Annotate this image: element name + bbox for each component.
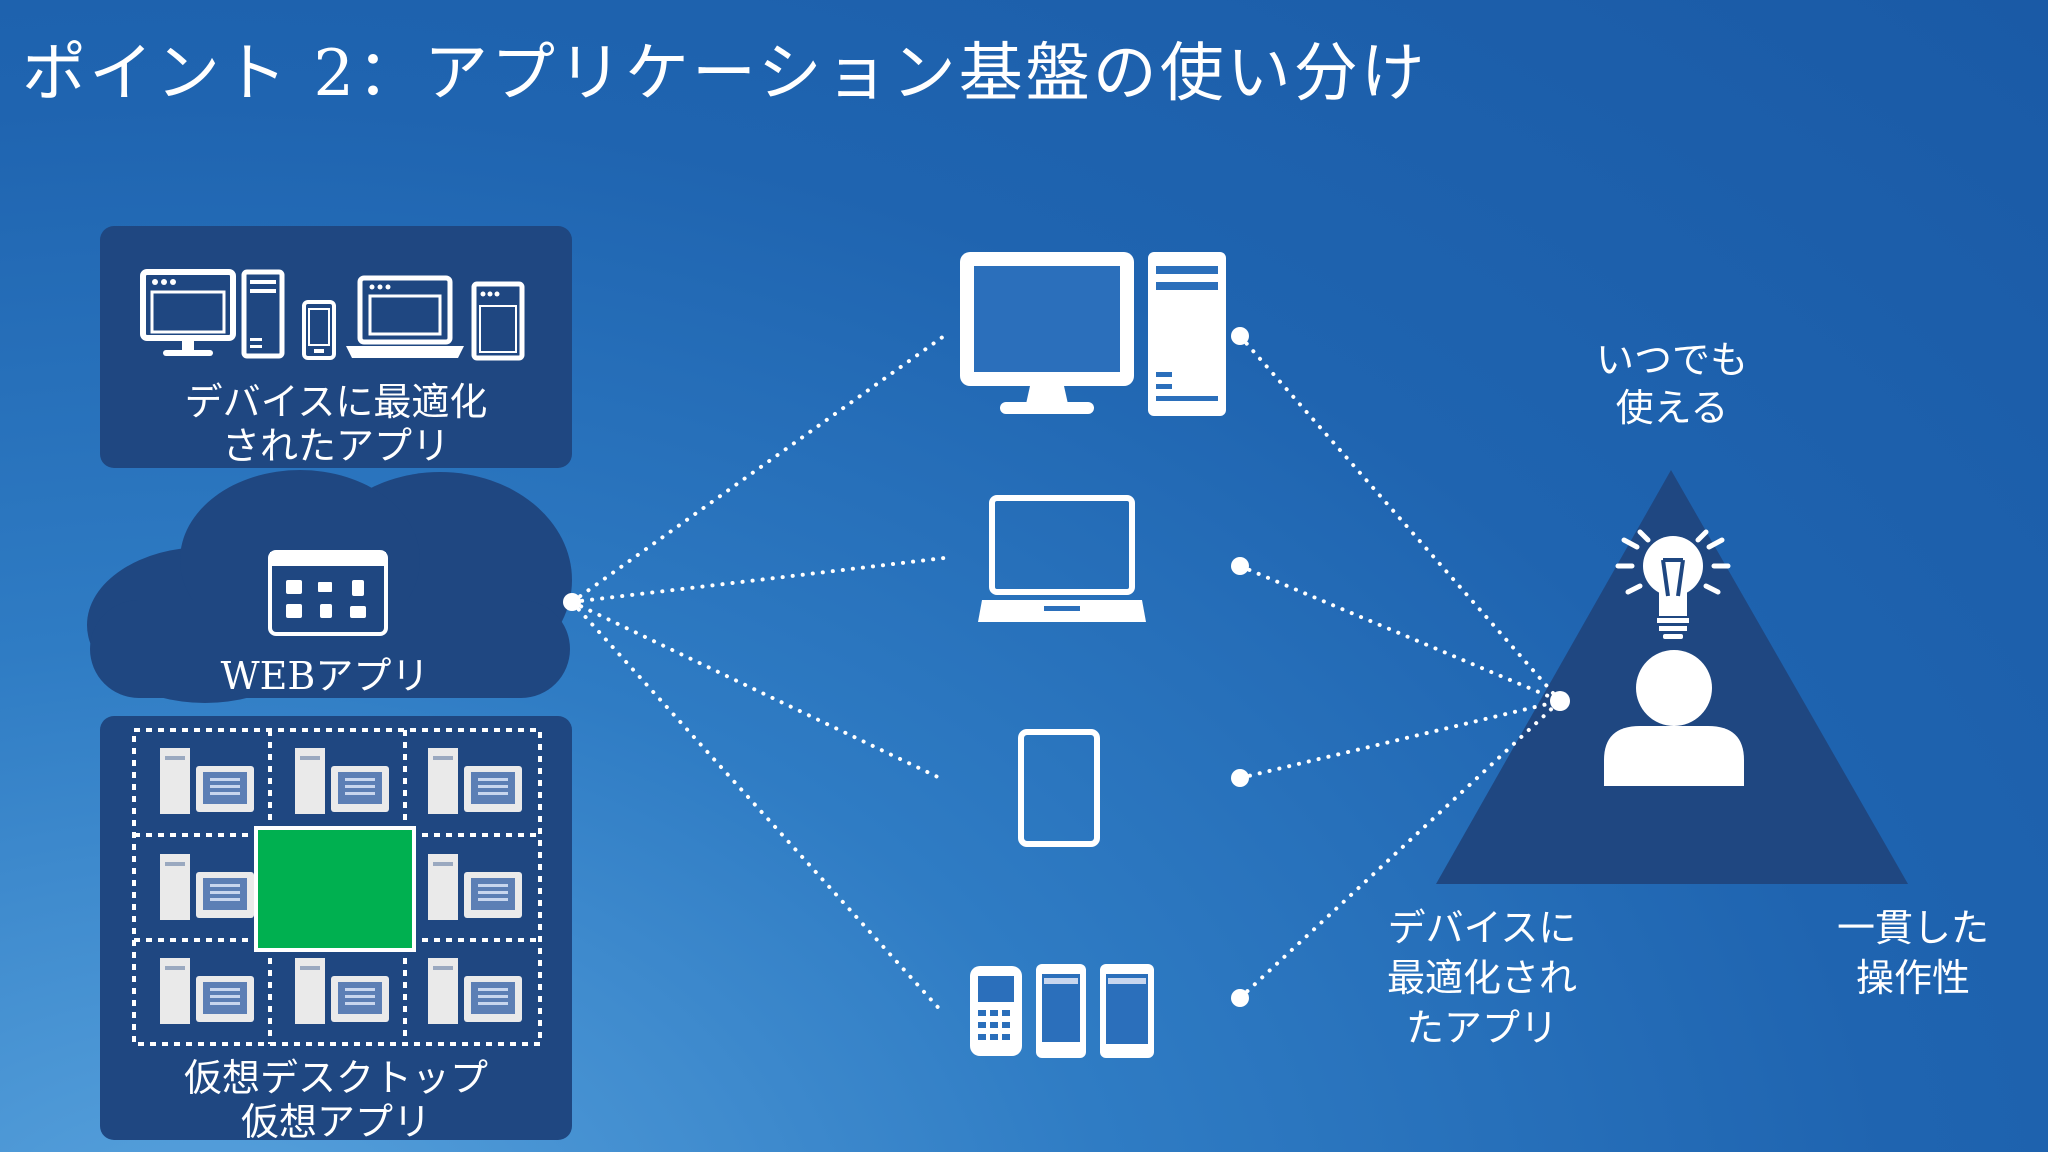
consistent-label-1: 一貫した	[1836, 906, 1989, 950]
virtual-desktop-grid	[132, 728, 542, 1046]
virtual-desktop-label-1: 仮想デスクトップ	[183, 1056, 488, 1100]
lightbulb-icon	[1615, 529, 1731, 639]
connector-lines	[570, 334, 1562, 1016]
web-window-icon	[268, 550, 388, 636]
devices-icon	[140, 269, 525, 361]
anytime-label-1: いつでも	[1595, 338, 1748, 382]
virtual-pc-icon	[160, 748, 254, 814]
device-optimized-label-1: デバイスに	[1387, 906, 1577, 950]
laptop-icon	[978, 495, 1146, 622]
highlight-rect	[254, 826, 416, 952]
web-app-label: WEBアプリ	[220, 654, 430, 698]
device-optimized-label-2: 最適化され	[1386, 956, 1577, 1000]
device-app-label-2: されたアプリ	[221, 424, 450, 468]
device-optimized-label-3: たアプリ	[1405, 1006, 1558, 1050]
consistent-label-2: 操作性	[1855, 956, 1970, 1000]
tablet-icon	[1018, 729, 1100, 847]
desktop-pc-icon	[960, 252, 1226, 416]
user-icon	[1604, 650, 1744, 786]
virtual-desktop-label-2: 仮想アプリ	[240, 1100, 431, 1144]
connector-endpoints	[563, 327, 1570, 1007]
phones-icon	[970, 964, 1154, 1058]
anytime-label-2: 使える	[1615, 386, 1729, 430]
page-title: ポイント 2：アプリケーション基盤の使い分け	[22, 37, 1428, 111]
device-app-label-1: デバイスに最適化	[184, 380, 488, 424]
